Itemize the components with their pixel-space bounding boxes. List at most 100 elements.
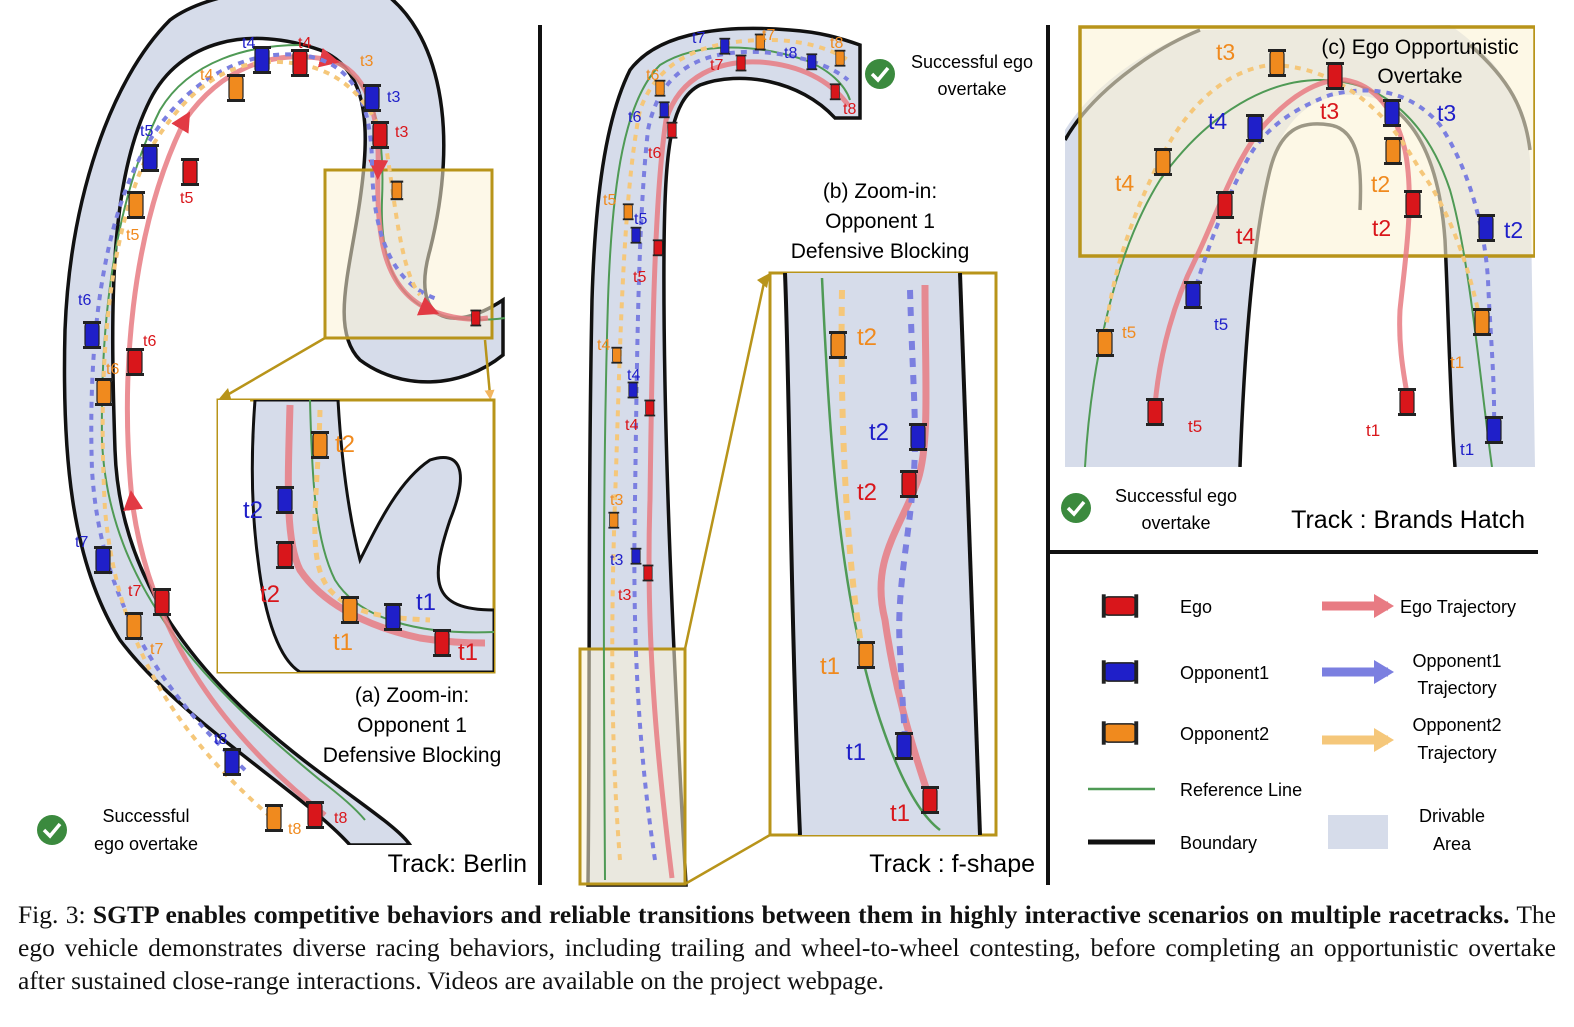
fshape-opp1-car-t6 [658,101,670,119]
brands-opp1-car-t4 [1245,113,1265,143]
fshape-opp1-label-t3: t3 [610,552,623,569]
berlin-zoom-opp1-t2 [275,485,295,515]
fshape-check-mark [870,66,890,83]
brands-success-1: Successful ego [1115,486,1237,506]
berlin-opp2-label-t4: t4 [200,67,213,84]
fshape-opp2-label-t3: t3 [610,492,623,509]
berlin-ego-car-t8 [305,800,325,830]
brands-opp1-car-t1 [1484,415,1504,445]
berlin-zoom-label-opp1-t2: t2 [243,497,263,524]
berlin-opp2-label-t7: t7 [150,641,163,658]
brands-zoom-title-1: (c) Ego Opportunistic [1321,36,1518,59]
legend-opp2-traj-arrowhead [1374,728,1394,752]
legend-ego-traj-arrowhead [1374,594,1394,618]
berlin-zoom-src-ego [470,309,482,327]
fshape-opp1-label-t8: t8 [784,45,797,62]
brands-opp1-label-t2: t2 [1504,217,1523,243]
fshape-opp1-car-t4 [627,381,639,399]
fshape-ego-car-t3 [642,564,654,582]
panel-berlin: t3 t4 t5 t6 t7 t8 t3 t4 t5 t6 t7 t8 t4 t… [62,0,506,845]
brands-opp1-car-t5 [1183,280,1203,310]
fshape-zoom-opp2-t2 [828,330,848,360]
brands-track-label: Track : Brands Hatch [1291,506,1525,534]
legend-drivable-1: Drivable [1419,806,1485,826]
fshape-zoom-panel: t2 t2 t2 t1 t1 t1 [768,271,998,837]
fshape-zoom-title-2: Opponent 1 [825,210,935,233]
berlin-opp1-label-t8: t8 [214,731,227,748]
berlin-opp1-car-t5 [140,143,160,173]
fshape-zoom-label-opp2-t1: t1 [820,653,840,680]
fshape-opp1-car-t8 [806,53,818,71]
berlin-zoom-label-ego-t1: t1 [458,639,478,666]
fshape-opp2-car-t4 [611,346,623,364]
berlin-ego-label-t7: t7 [128,583,141,600]
berlin-ego-car-t4 [290,48,310,78]
brands-opp2-trajectory [1103,62,1482,341]
brands-opp2-label-t4: t4 [1115,170,1134,196]
fshape-opp1-label-t5: t5 [634,211,647,228]
berlin-zoom-title-3: Defensive Blocking [323,744,502,767]
berlin-zoom-label-opp1-t1: t1 [416,589,436,616]
berlin-zoom-title-2: Opponent 1 [357,714,467,737]
brands-ego-car-t3 [1325,61,1345,91]
fshape-opp1-car-t3 [630,547,642,565]
fshape-zoom-connector-top [683,277,767,650]
brands-ego-car-t1 [1397,387,1417,417]
legend-opp1-traj-arrowhead [1374,660,1394,684]
fshape-success-1: Successful ego [911,52,1033,72]
brands-zoom-title-2: Overtake [1377,65,1462,88]
berlin-success-1: Successful [102,806,189,826]
brands-check-mark [1066,500,1086,517]
fshape-opp1-label-t6: t6 [628,109,641,126]
brands-opp2-car-t5 [1095,328,1115,358]
fshape-zoom-connector-bottom [684,833,771,886]
berlin-zoom-ego-t1 [432,628,452,658]
fshape-zoom-arrowhead [757,273,770,288]
berlin-opp1-label-t7: t7 [75,534,88,551]
berlin-opp2-label-t5: t5 [126,227,139,244]
berlin-opp2-car-t4 [226,73,246,103]
caption-rest: The ego vehicle demonstrates diverse rac… [18,900,1556,995]
fshape-zoom-label-ego-t1: t1 [890,800,910,827]
berlin-ego-car-t7 [152,587,172,617]
berlin-success-2: ego overtake [94,834,198,854]
berlin-zoom-title-1: (a) Zoom-in: [355,684,469,707]
brands-ego-car-t4 [1215,190,1235,220]
berlin-ego-car-t3 [370,120,390,150]
legend-drivable-icon [1328,815,1388,849]
berlin-zoom-label-opp2-t2: t2 [335,431,355,458]
fshape-opp2-label-t5: t5 [603,192,616,209]
fshape-zoom-label-opp1-t2: t2 [869,419,889,446]
brands-opp2-car-t3 [1267,48,1287,78]
brands-opp2-label-t5: t5 [1122,323,1136,342]
brands-opp1-car-t3 [1382,98,1402,128]
fshape-ego-car-t5 [652,239,664,257]
fshape-ego-car-t4 [644,399,656,417]
berlin-zoom-opp1-t1 [383,602,403,632]
legend-opp1-traj-2: Trajectory [1417,678,1496,698]
berlin-zoom-label-ego-t2: t2 [260,581,280,608]
fshape-ego-trajectory [646,59,851,879]
berlin-ego-label-t6: t6 [143,333,156,350]
brands-ego-label-t2: t2 [1372,215,1391,241]
berlin-opp1-label-t5: t5 [140,123,153,140]
berlin-opp2-car-t6 [94,377,114,407]
legend-opp2-icon [1101,720,1139,746]
fshape-reference-line [602,46,851,881]
fshape-opp2-label-t6: t6 [646,67,659,84]
figure-caption: Fig. 3: SGTP enables competitive behavio… [18,898,1556,997]
brands-ego-label-t4: t4 [1236,223,1255,249]
fshape-opp2-label-t7: t7 [762,27,775,44]
berlin-zoom-source-box [323,168,494,340]
berlin-opp1-car-t6 [82,320,102,350]
berlin-ego-label-t3: t3 [395,124,408,141]
berlin-opp2-car-t8 [264,803,284,833]
brands-ego-label-t3: t3 [1320,98,1339,124]
berlin-ego-car-t5 [180,157,200,187]
legend-boundary: Boundary [1180,833,1257,853]
berlin-zoom-label-opp2-t1: t1 [333,629,353,656]
berlin-ego-label-t4: t4 [298,35,311,52]
fshape-success-2: overtake [937,79,1006,99]
legend-opp2-traj-2: Trajectory [1417,743,1496,763]
berlin-zoom-opp2-t1 [340,595,360,625]
